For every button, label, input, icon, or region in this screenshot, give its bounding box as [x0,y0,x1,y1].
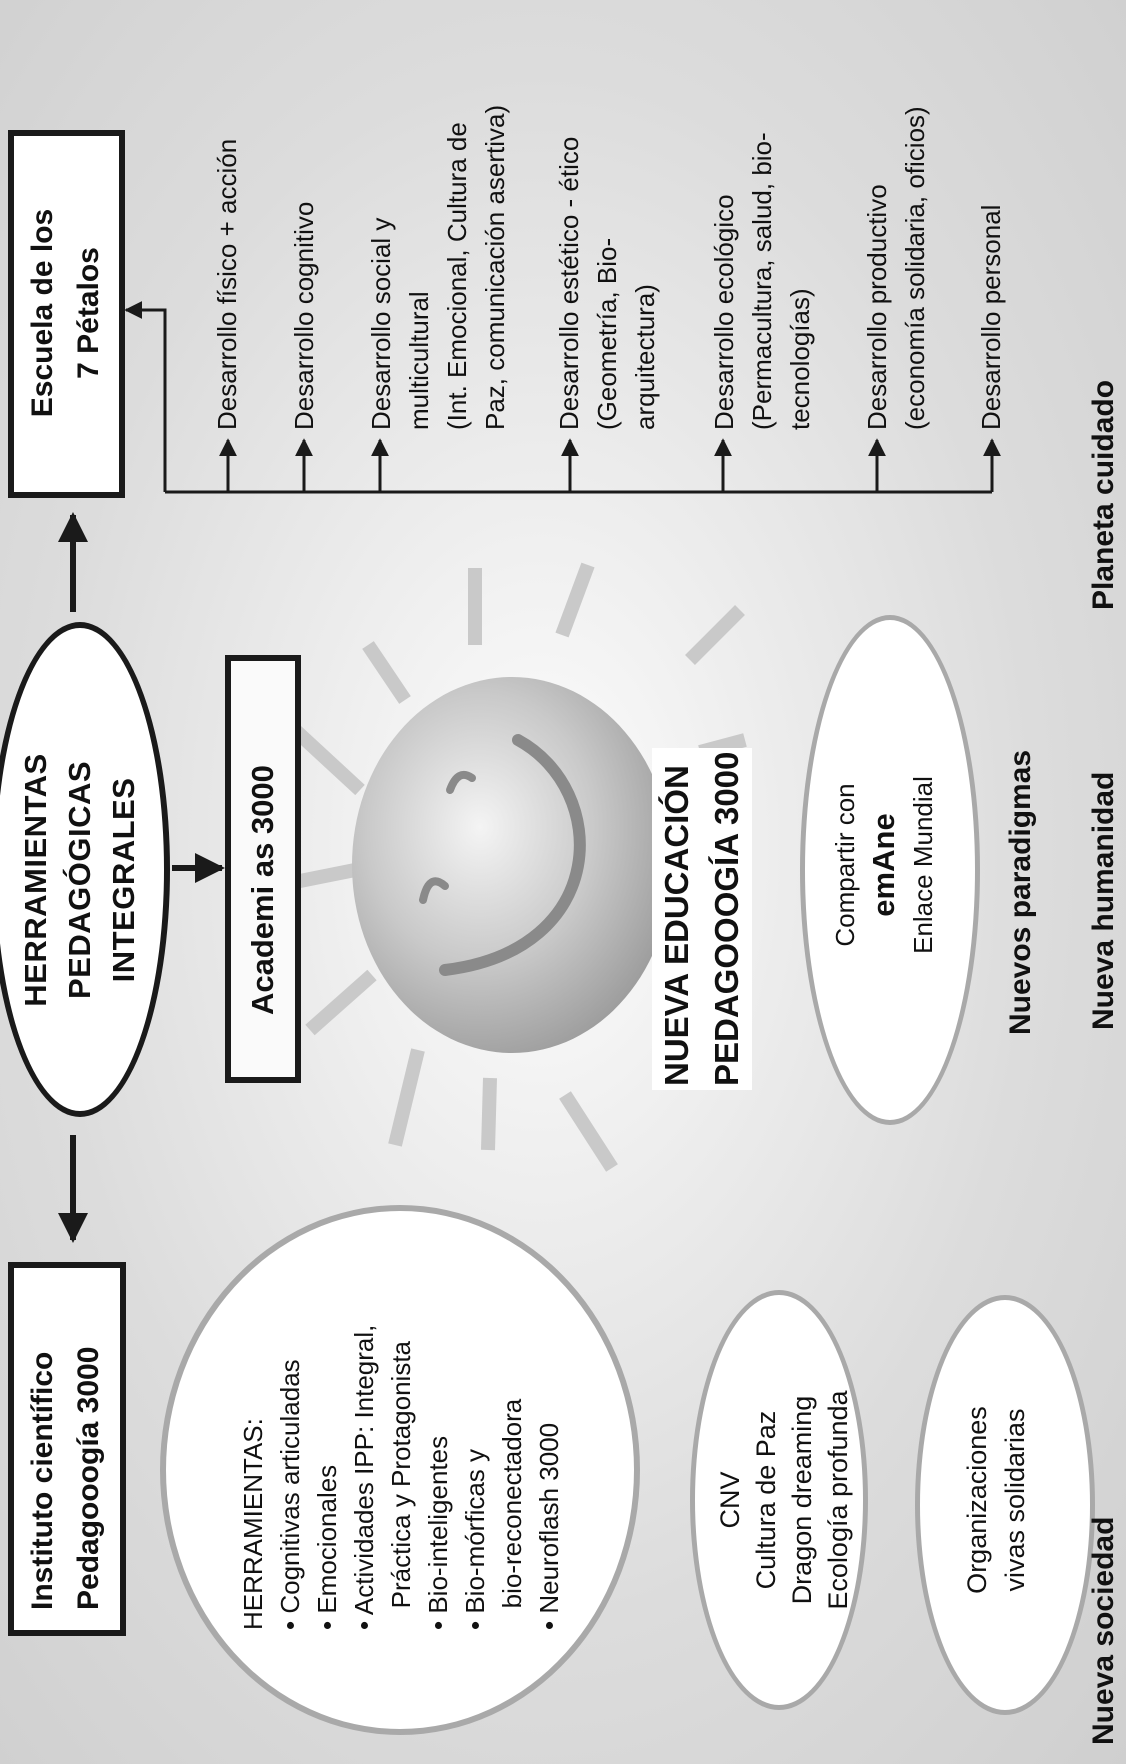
instituto-title: Instituto científico Pedagooogía 3000 [26,1346,105,1610]
sun-smile [439,734,586,976]
herramienta-item-cont: Práctica y Protagonista [386,1340,416,1609]
sun-eye-2 [419,877,449,904]
petalo-personal: Desarrollo personal [976,204,1006,430]
herramienta-item: Neuroflash 3000 [534,1422,564,1614]
herramienta-item: Bio-inteligentes [423,1435,453,1614]
emane-ellipse [800,615,980,1125]
arrow-bus-to-escuela [124,301,167,492]
sun-face [352,677,672,1053]
herramientas-list: HERRAMIENTAS: • Cognitivas articuladas •… [238,1324,564,1630]
petalo-fisico: Desarrollo físico + acción [212,138,242,430]
herramienta-item: Cognitivas articuladas [275,1359,305,1614]
nueva-humanidad: Nueva humanidad [1087,771,1120,1030]
escuela-box [8,130,125,498]
center-title: HERRAMIENTAS PEDAGÓGICAS INTEGRALES [18,753,141,1007]
herramienta-item: Actividades IPP: Integral, [349,1324,379,1616]
nueva-sociedad: Nueva sociedad [1087,1516,1120,1745]
sun-eye-1 [446,771,476,794]
emane-text: Compartir con emAne Enlace Mundial [830,776,938,954]
planeta-cuidado: Planeta cuidado [1087,379,1120,610]
petalo-cognitivo: Desarrollo cognitivo [289,201,319,430]
herramienta-item-cont: bio-reconectadora [497,1398,527,1609]
nuevos-paradigmas: Nuevos paradigmas [1004,749,1037,1035]
petalo-ecologico: Desarrollo ecológico (Permacultura, salu… [709,132,815,430]
herramienta-item: Bio-mórficas y [460,1448,490,1614]
academias-box [225,655,301,1083]
herramientas-ellipse [160,1205,640,1735]
petalo-social: Desarrollo social y multicultural (Int. … [366,104,510,430]
organizaciones-ellipse [915,1295,1095,1715]
petalo-productivo: Desarrollo productivo (economía solidari… [862,106,930,430]
herramienta-item: Emocionales [312,1464,342,1614]
instituto-box [8,1262,126,1636]
organizaciones-text: Organizaciones vivas solidarias [962,1406,1030,1594]
cnv-text: CNV Cultura de Paz Dragon dreaming Ecolo… [715,1390,853,1610]
academias-title: Academi as 3000 [245,765,280,1015]
nueva-educacion-title: NUEVA EDUCACIÓN PEDAGOOOGÍA 3000 [652,747,752,1090]
cnv-ellipse [690,1290,868,1710]
petalo-estetico: Desarrollo estético - ético (Geometría, … [554,136,660,430]
escuela-title: Escuela de los 7 Pétalos [26,208,105,418]
center-ellipse [0,622,170,1117]
